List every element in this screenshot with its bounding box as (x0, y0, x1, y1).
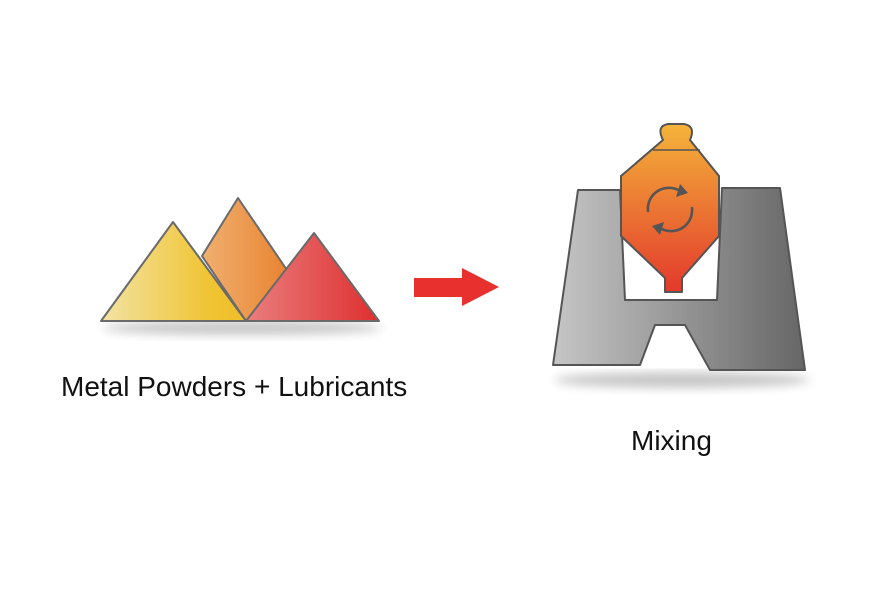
powders-label: Metal Powders + Lubricants (61, 371, 408, 402)
mixer-icon (552, 123, 810, 388)
powder-pile-icon (100, 197, 382, 335)
mixer-vessel (620, 123, 720, 293)
arrow-right-icon (414, 268, 499, 306)
mixer-frame (552, 187, 806, 371)
red-powder-triangle (245, 232, 380, 322)
rotate-icon (646, 184, 694, 235)
mixing-label: Mixing (631, 425, 712, 456)
yellow-powder-triangle (100, 221, 247, 322)
